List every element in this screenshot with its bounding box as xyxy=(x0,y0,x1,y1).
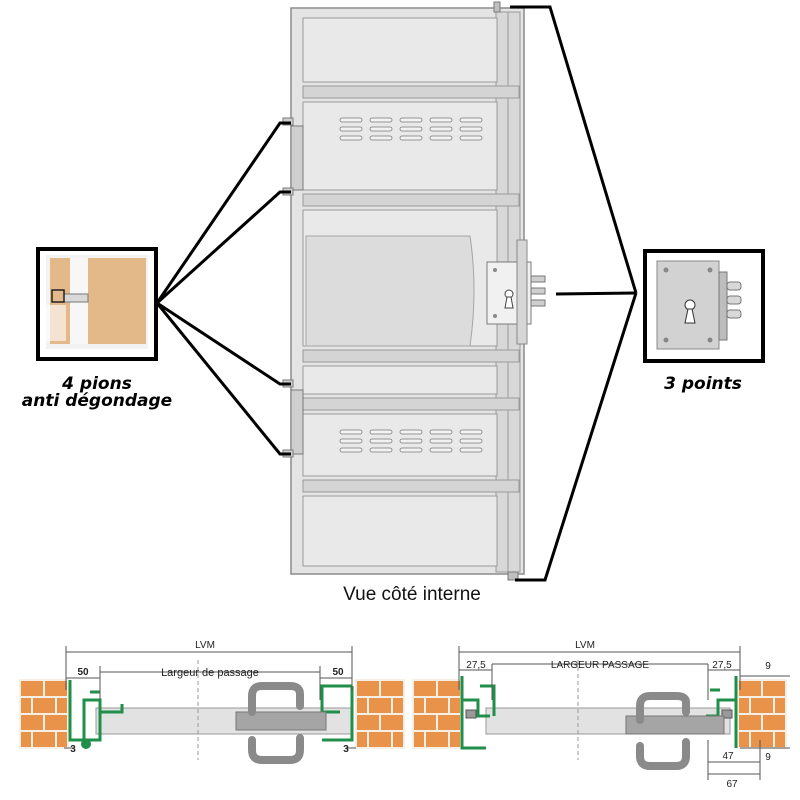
dim-3-left: 3 xyxy=(70,744,76,755)
leader-lines-right xyxy=(510,5,638,582)
frame-profile-right xyxy=(320,684,354,742)
anti-lift-pin-callout xyxy=(36,247,158,361)
vent-grille-bottom xyxy=(339,429,483,453)
leader-lines-left xyxy=(155,121,291,456)
hinge-dot xyxy=(81,739,91,749)
door-handle-2 xyxy=(636,692,690,770)
three-points-label: 3 points xyxy=(664,374,742,394)
dim-27-5-right: 27,5 xyxy=(712,660,732,671)
door-elevation xyxy=(155,1,638,582)
dim-47: 47 xyxy=(722,751,734,762)
brick-wall-right-2 xyxy=(737,679,787,749)
passage-label-left: Largeur de passage xyxy=(161,667,259,679)
view-caption: Vue côté interne xyxy=(343,584,481,605)
anti-lift-label-line1: 4 pions xyxy=(61,374,132,394)
vent-grille-top xyxy=(339,117,483,141)
hinge-pins xyxy=(282,117,304,458)
door-lock xyxy=(486,239,546,345)
lvm-label-right: LVM xyxy=(575,640,595,651)
dim-3-right: 3 xyxy=(343,744,349,755)
brick-wall-left-2 xyxy=(412,679,462,749)
passage-label-right: LARGEUR PASSAGE xyxy=(551,660,650,671)
section-left: LVM Largeur de passage 50 50 3 3 xyxy=(19,640,405,764)
brick-wall-left xyxy=(19,679,69,749)
frame-profile-left-2 xyxy=(460,676,496,750)
lvm-label-left: LVM xyxy=(195,640,215,651)
dim-9-bottom: 9 xyxy=(765,752,771,763)
dim-67: 67 xyxy=(726,779,738,790)
three-point-lock-callout xyxy=(643,249,765,363)
dim-9-top: 9 xyxy=(765,661,771,672)
brick-wall-right xyxy=(355,679,405,749)
dim-50-left: 50 xyxy=(77,667,89,678)
dim-27-5-left: 27,5 xyxy=(466,660,486,671)
frame-profile-left xyxy=(68,680,124,744)
dim-50-right: 50 xyxy=(332,667,344,678)
section-right: LVM LARGEUR PASSAGE 27,5 27,5 9 9 47 67 xyxy=(412,640,790,790)
anti-lift-label-line2: anti dégondage xyxy=(22,391,172,411)
door-handle xyxy=(248,682,304,764)
